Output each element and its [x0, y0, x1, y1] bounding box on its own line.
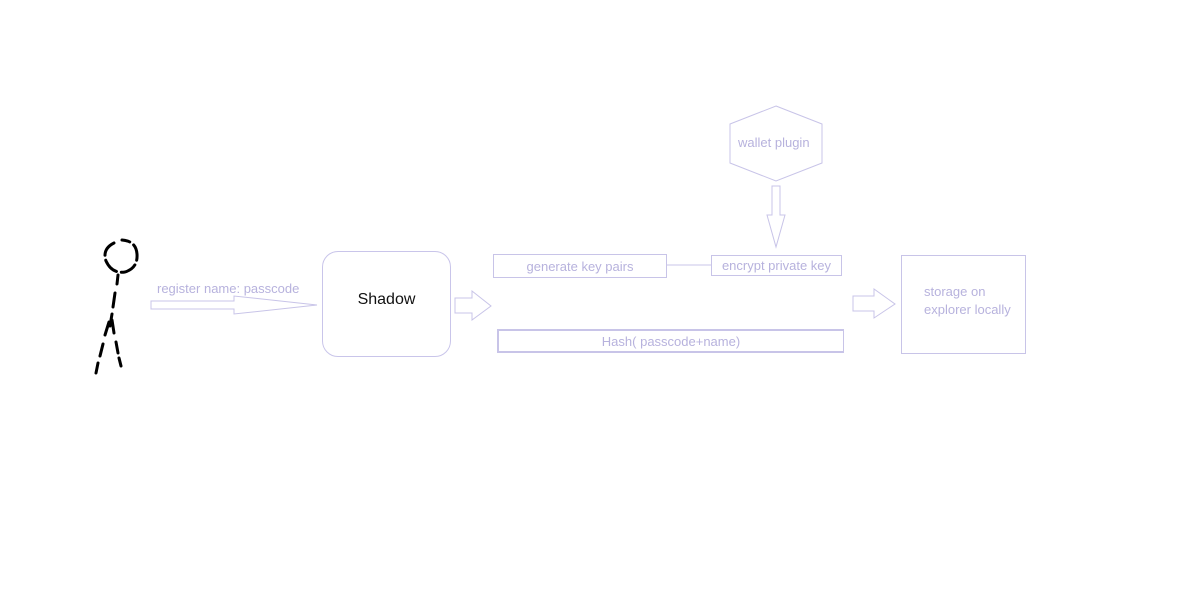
register-arrow	[150, 295, 318, 315]
generate-key-pairs-node: generate key pairs	[493, 254, 667, 278]
encrypt-private-key-label: encrypt private key	[721, 258, 832, 273]
generate-key-pairs-label: generate key pairs	[526, 258, 634, 274]
wallet-plugin-label: wallet plugin	[738, 135, 810, 150]
register-label: register name: passcode	[157, 281, 300, 296]
storage-label-line2: explorer locally	[924, 302, 1011, 317]
wallet-down-arrow	[766, 185, 786, 249]
shadow-title: Shadow	[357, 291, 416, 308]
shadow-node: Shadow	[322, 251, 451, 357]
wallet-plugin-hexagon	[729, 105, 823, 182]
to-storage-arrow	[852, 288, 896, 319]
hash-node: Hash( passcode+name)	[497, 329, 844, 353]
storage-label-line1: storage on	[924, 284, 986, 299]
stick-figure-icon	[94, 238, 139, 375]
shadow-output-arrow	[454, 289, 492, 321]
hash-label: Hash( passcode+name)	[601, 333, 741, 349]
encrypt-private-key-node: encrypt private key	[711, 255, 842, 276]
storage-node	[901, 255, 1026, 354]
